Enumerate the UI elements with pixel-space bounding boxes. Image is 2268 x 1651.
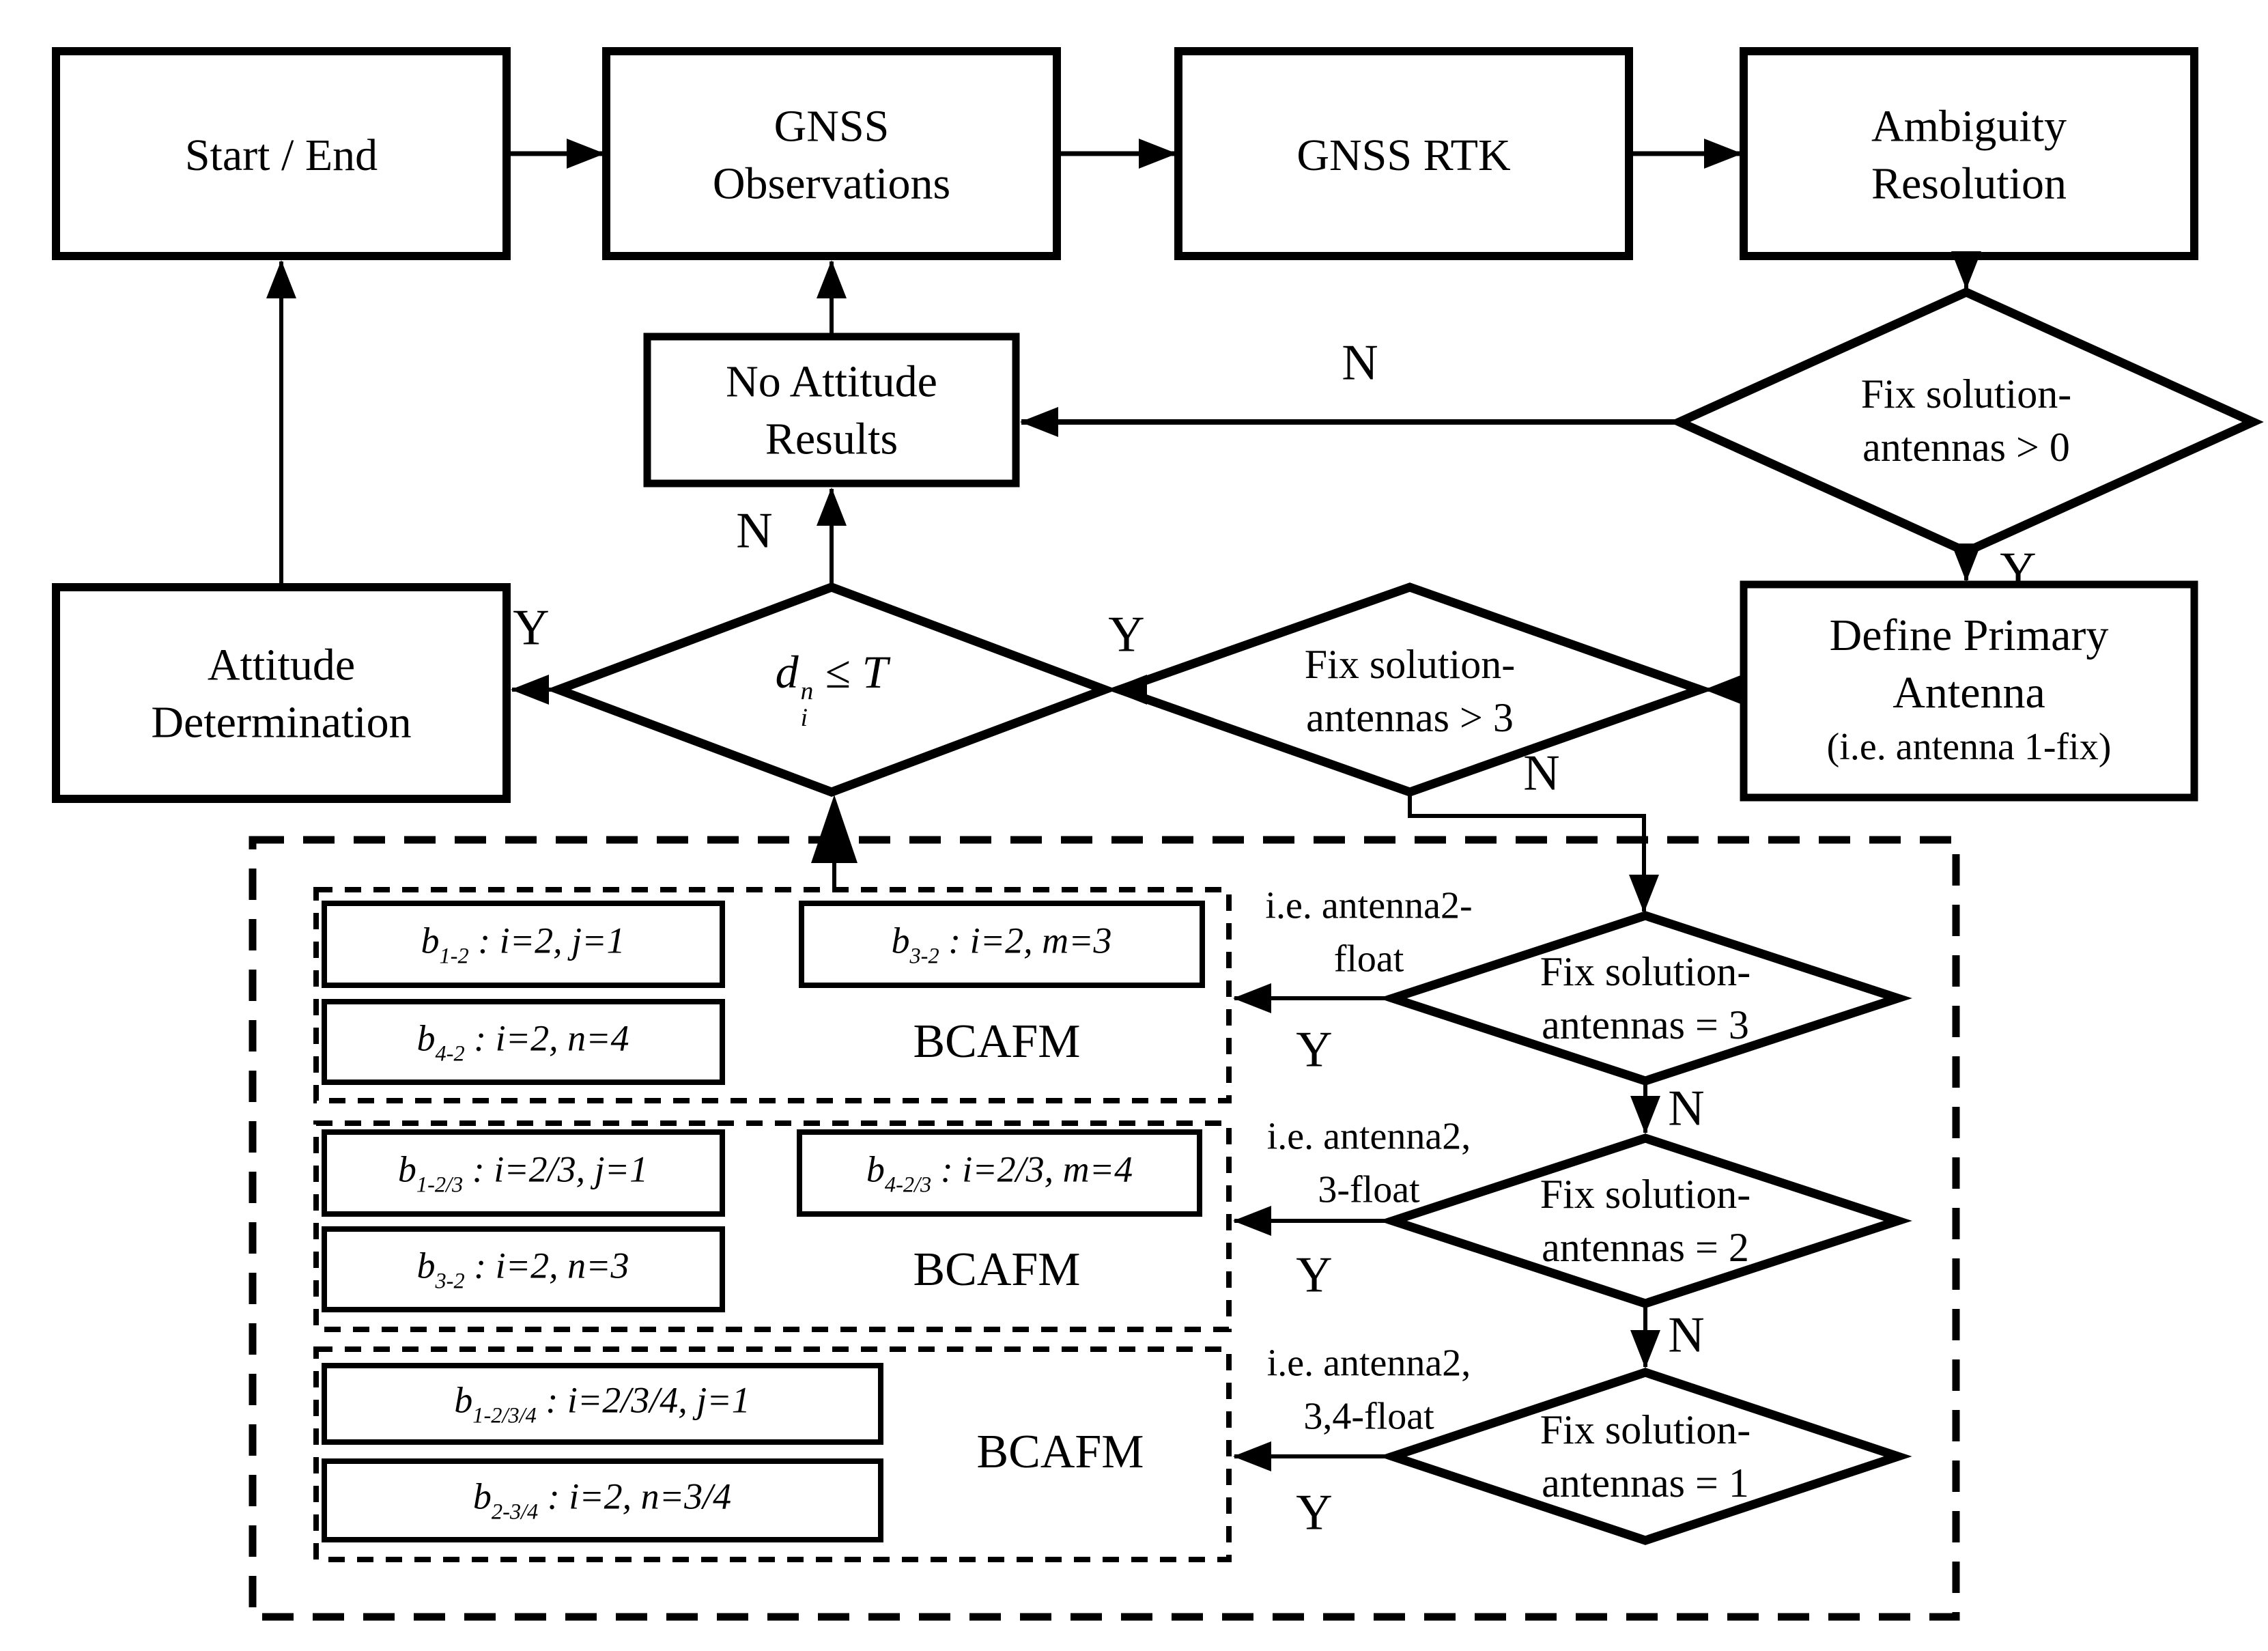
box-no-attitude-results [643,333,1020,488]
formula-b1-2-sub: 1-2 [439,944,469,969]
formula-b3-2n3-rest: : i=2, n=3 [464,1245,629,1286]
formula-b4-23: b4-2/3 : i=2/3, m=4 [866,1148,1133,1198]
annotation-antenna23-float: i.e. antenna2, 3-float [1266,1115,1471,1211]
formula-b4-23-sub: 4-2/3 [884,1172,932,1198]
d-threshold-sup: n [800,677,814,705]
label-define-primary-antenna: Define Primary Antenna (i.e. antenna 1-fi… [1827,607,2112,772]
formula-b1-2: b1-2 : i=2, j=1 [421,920,625,970]
arrowhead-bcafm-to-threshold [811,795,857,863]
branch-gt3-no: N [1523,745,1560,802]
label-define-primary-main: Define Primary Antenna [1829,610,2109,718]
formula-box-b4-23 [797,1129,1202,1217]
formula-b1-234-sub: 1-2/3/4 [472,1403,537,1428]
formula-b4-2-sub: 4-2 [435,1041,465,1067]
formula-b3-2: b3-2 : i=2, m=3 [891,920,1111,970]
branch-threshold-yes: Y [513,599,550,656]
decision-fix-solution-eq2 [1378,1133,1912,1308]
formula-box-b3-2n3 [322,1226,725,1312]
branch-eq3-no: N [1668,1080,1705,1137]
formula-b4-2: b4-2 : i=2, n=4 [416,1017,629,1067]
decision-fix-solution-gt0 [1669,287,2264,557]
branch-gt3-yes: Y [1108,606,1145,663]
dashed-bcafm-group-2 [313,1120,1232,1332]
formula-b2-34: b2-3/4 : i=2, n=3/4 [473,1476,731,1525]
formula-b3-2n3: b3-2 : i=2, n=3 [416,1245,629,1295]
d-threshold-sub: i [800,703,808,732]
formula-b4-2-base: b [416,1017,436,1059]
decision-d-threshold [545,582,1118,797]
formula-b1-234-rest: : i=2/3/4, j=1 [536,1379,750,1421]
connector-gt3-no-branch [1408,792,1659,913]
formula-b1-23-rest: : i=2/3, j=1 [463,1148,649,1190]
box-gnss-rtk [1174,47,1633,260]
decision-fix-solution-gt3 [1106,582,1714,797]
formula-b2-34-sub: 2-3/4 [491,1499,539,1525]
label-define-primary-sub: (i.e. antenna 1-fix) [1826,726,2112,769]
annotation-antenna234-float: i.e. antenna2, 3,4-float [1266,1342,1471,1438]
branch-eq2-yes: Y [1296,1247,1333,1303]
formula-box-b1-2 [322,901,725,988]
d-threshold-base: d [775,645,799,698]
formula-b1-2-base: b [421,920,440,961]
formula-b3-2-rest: : i=2, m=3 [939,920,1112,961]
branch-threshold-no: N [736,503,773,559]
branch-eq2-no: N [1668,1307,1705,1364]
formula-b2-34-rest: : i=2, n=3/4 [538,1476,732,1517]
formula-b3-2-base: b [891,920,910,961]
label-no-attitude-results: No Attitude Results [726,356,937,464]
label-gnss-observations: GNSS Observations [712,101,951,209]
box-gnss-observations [602,47,1061,260]
d-threshold-rest: ≤ T [813,645,888,698]
formula-b1-234: b1-2/3/4 : i=2/3/4, j=1 [454,1379,750,1429]
label-bcafm-1: BCAFM [913,1015,1081,1068]
formula-box-b3-2 [799,901,1205,988]
formula-b3-2n3-base: b [416,1245,436,1286]
label-decision-gt3: Fix solution- antennas > 3 [1304,642,1516,740]
label-attitude-determination: Attitude Determination [151,640,412,748]
branch-eq3-yes: Y [1296,1021,1333,1078]
formula-box-b1-23 [322,1129,725,1217]
formula-b1-23-sub: 1-2/3 [416,1172,464,1198]
decision-fix-solution-eq1 [1378,1368,1912,1545]
formula-b3-2-sub: 3-2 [909,944,939,969]
dashed-outer-container [249,836,1960,1621]
formula-box-b2-34 [322,1458,883,1542]
label-decision-eq3: Fix solution- antennas = 3 [1540,949,1751,1047]
label-start-end: Start / End [184,130,378,180]
label-bcafm-2: BCAFM [913,1243,1081,1296]
formula-b4-2-rest: : i=2, n=4 [464,1017,629,1059]
formula-box-b4-2 [322,999,725,1085]
dashed-bcafm-group-1 [313,887,1232,1103]
formula-box-b1-234 [322,1363,883,1445]
label-bcafm-3: BCAFM [976,1426,1144,1478]
formula-b1-23: b1-2/3 : i=2/3, j=1 [398,1148,648,1198]
dashed-bcafm-group-3 [313,1346,1232,1562]
branch-gt0-no: N [1342,335,1378,391]
annotation-antenna2-float: i.e. antenna2- float [1265,884,1473,980]
formula-b4-23-base: b [866,1148,885,1190]
label-decision-eq2: Fix solution- antennas = 2 [1540,1172,1751,1270]
decision-fix-solution-eq3 [1378,911,1912,1086]
formula-b1-23-base: b [397,1148,416,1190]
branch-eq1-yes: Y [1296,1484,1333,1541]
formula-b4-23-rest: : i=2/3, m=4 [931,1148,1133,1190]
label-decision-gt0: Fix solution- antennas > 0 [1860,371,2072,470]
formula-b2-34-base: b [472,1476,492,1517]
box-define-primary-antenna [1740,580,2198,802]
formula-b1-2-rest: : i=2, j=1 [468,920,625,961]
branch-gt0-yes: Y [2000,542,2037,599]
formula-b1-234-base: b [454,1379,473,1421]
label-ambiguity-resolution: Ambiguity Resolution [1871,101,2067,209]
label-decision-eq1: Fix solution- antennas = 1 [1540,1407,1751,1506]
box-attitude-determination [52,583,511,803]
box-ambiguity-resolution [1740,47,2198,260]
formula-b3-2n3-sub: 3-2 [435,1269,465,1294]
label-gnss-rtk: GNSS RTK [1296,130,1511,180]
